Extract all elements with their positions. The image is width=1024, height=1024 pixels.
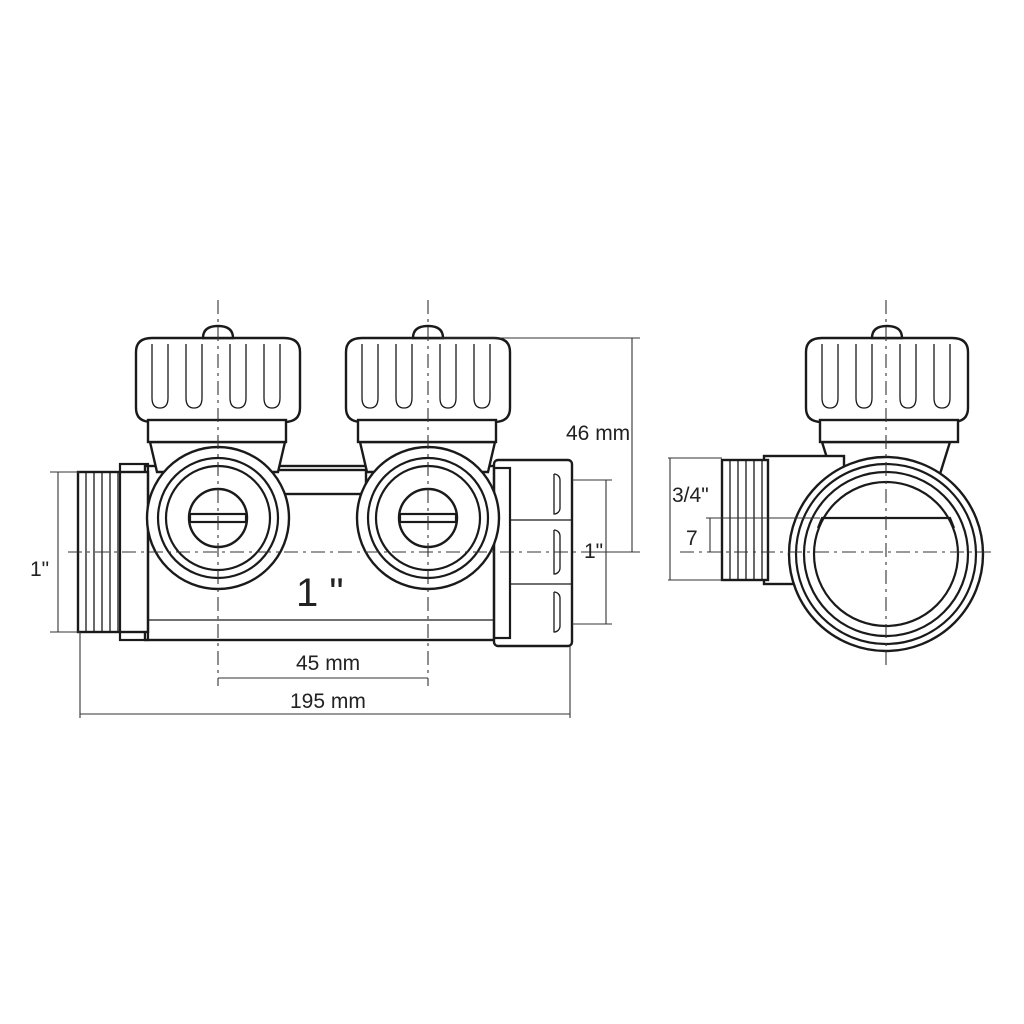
height-label: 46 mm <box>566 422 630 445</box>
offset-label: 7 <box>686 527 698 550</box>
front-view <box>68 300 590 686</box>
handwheel-grip-2 <box>361 344 491 409</box>
branch-size-label: 3/4" <box>672 484 709 507</box>
handwheel-grip-1 <box>151 344 281 409</box>
union-nut-right <box>492 458 574 648</box>
outlet-size-label: 1" <box>584 540 603 563</box>
handwheel-grip-side <box>821 344 951 409</box>
branch-thread <box>720 458 770 582</box>
spacing-label: 45 mm <box>296 652 360 675</box>
overall-length-label: 195 mm <box>290 690 366 713</box>
dimension-lines <box>50 337 820 718</box>
inlet-size-label: 1" <box>30 558 49 581</box>
dimension-labels: 46 mm 1" 1" 1 " 45 mm 195 mm 3/4" 7 <box>30 422 709 713</box>
side-view <box>680 300 995 668</box>
body-size-mark: 1 " <box>296 571 344 615</box>
